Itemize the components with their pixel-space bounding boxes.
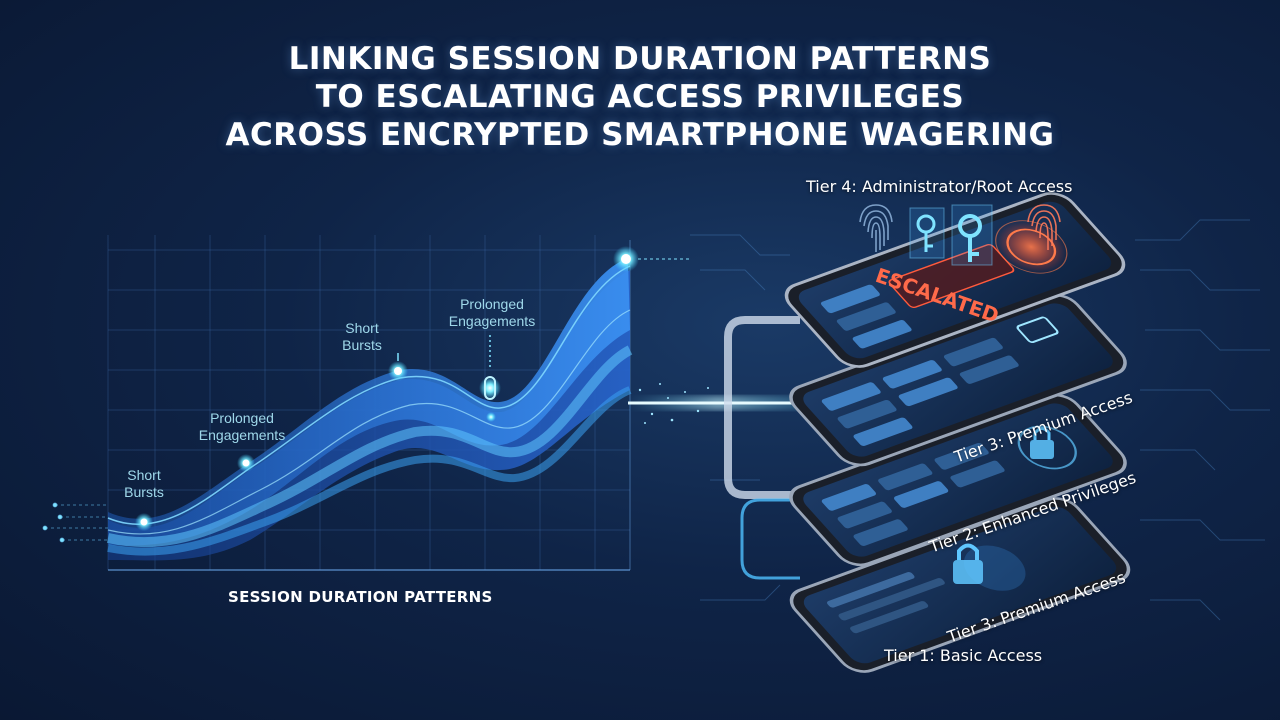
annotation-prolonged-2: Prolonged Engagements (448, 296, 536, 329)
tier-connector-bracket (724, 316, 800, 580)
phone-tier-3 (789, 293, 1127, 467)
annotation-short-bursts-2: Short Bursts (342, 320, 382, 353)
title-line-2: TO ESCALATING ACCESS PRIVILEGES (315, 79, 965, 115)
title-line-3: ACROSS ENCRYPTED SMARTPHONE WAGERING (225, 117, 1055, 153)
data-beam (628, 383, 808, 424)
input-lines (42, 502, 108, 543)
padlock-icon-tier-2 (1030, 427, 1054, 459)
session-duration-waves (106, 258, 633, 561)
chart-points (135, 246, 690, 531)
annotation-short-bursts-1: Short Bursts (124, 467, 164, 500)
key-icon-1 (909, 207, 945, 259)
fingerprint-icon-red (1027, 204, 1061, 250)
page-title: LINKING SESSION DURATION PATTERNS TO ESC… (0, 40, 1280, 154)
fingerprint-icon (859, 204, 893, 252)
title-line-1: LINKING SESSION DURATION PATTERNS (288, 41, 992, 77)
tier-4-label: Tier 4: Administrator/Root Access (806, 177, 1073, 196)
tier-1-label: Tier 1: Basic Access (884, 646, 1043, 665)
annotation-prolonged-1: Prolonged Engagements (198, 410, 286, 443)
point-prolonged-2 (479, 377, 501, 399)
circuit-traces (690, 219, 1270, 621)
phone-tier-1 (789, 497, 1131, 673)
padlock-icon-tier-1 (953, 543, 983, 584)
key-icon-2 (951, 204, 993, 266)
chart-axis-title: SESSION DURATION PATTERNS (228, 588, 493, 606)
